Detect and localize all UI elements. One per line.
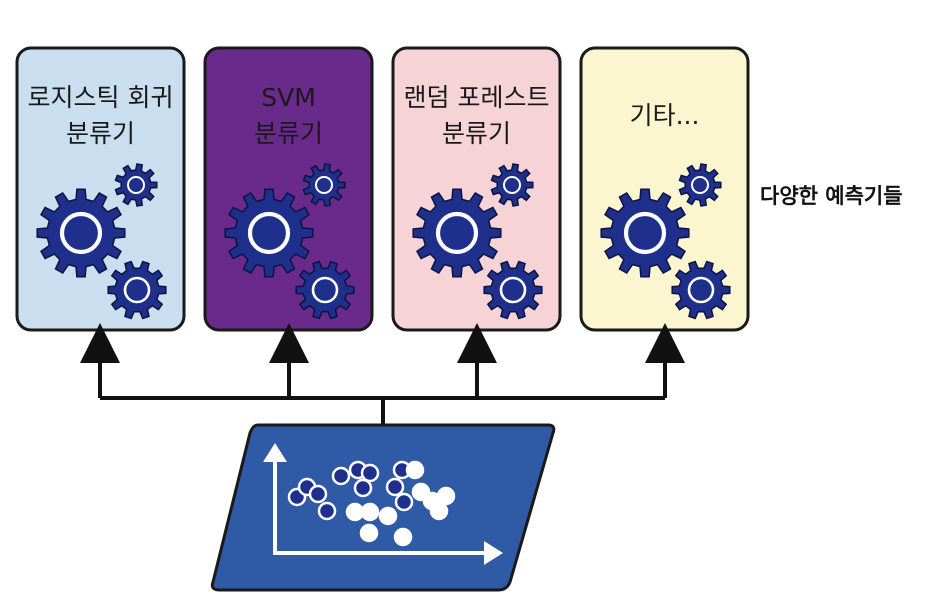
data-point-class-b [393,527,413,547]
predictors-label: 다양한 예측기들 [760,184,903,208]
data-point-class-a [317,501,337,521]
large-gear-icon-hole [623,211,667,255]
data-point-class-a [360,463,380,483]
medium-gear-icon-hole [499,276,527,304]
data-point-class-b [429,501,449,521]
medium-gear-icon-hole [311,276,339,304]
small-gear-icon [114,163,158,207]
data-point-class-b [436,486,456,506]
data-point-class-a [353,478,373,498]
small-gear-icon-hole [691,176,709,194]
scatter-axes [263,443,503,565]
classifier-label-2: SVM 분류기 [253,83,323,148]
connector-lines [80,323,685,425]
large-gear-icon [412,188,502,278]
small-gear-icon [678,163,722,207]
small-gear-icon [490,163,534,207]
classifier-label-3: 랜덤 포레스트 분류기 [403,83,550,148]
small-gear-icon-hole [315,176,333,194]
gears-icon-1 [36,163,167,320]
small-gear-icon-hole [127,176,145,194]
data-point-class-a [385,477,405,497]
gears-icon-2 [224,163,355,320]
small-gear-icon-hole [503,176,521,194]
medium-gear-icon [671,260,731,320]
data-point-class-b [359,523,379,543]
large-gear-icon [36,188,126,278]
data-point-class-b [360,502,380,522]
data-point-class-b [378,506,398,526]
small-gear-icon [302,163,346,207]
data-point-class-a [331,466,351,486]
medium-gear-icon [107,260,167,320]
medium-gear-icon [483,260,543,320]
large-gear-icon-hole [247,211,291,255]
medium-gear-icon-hole [687,276,715,304]
medium-gear-icon [295,260,355,320]
gears-icon-3 [412,163,543,320]
medium-gear-icon-hole [123,276,151,304]
large-gear-icon-hole [435,211,479,255]
large-gear-icon [224,188,314,278]
data-point-class-b [405,460,425,480]
data-point-class-b [345,502,365,522]
classifier-label-4: 기타... [629,101,700,130]
large-gear-icon [600,188,690,278]
classifier-label-1: 로지스틱 회귀 분류기 [27,83,174,148]
gears-icon-4 [600,163,731,320]
large-gear-icon-hole [59,211,103,255]
data-point-class-a [394,492,414,512]
scatter-points [287,460,456,547]
data-point-class-a [308,484,328,504]
dataset-shape [210,423,556,592]
